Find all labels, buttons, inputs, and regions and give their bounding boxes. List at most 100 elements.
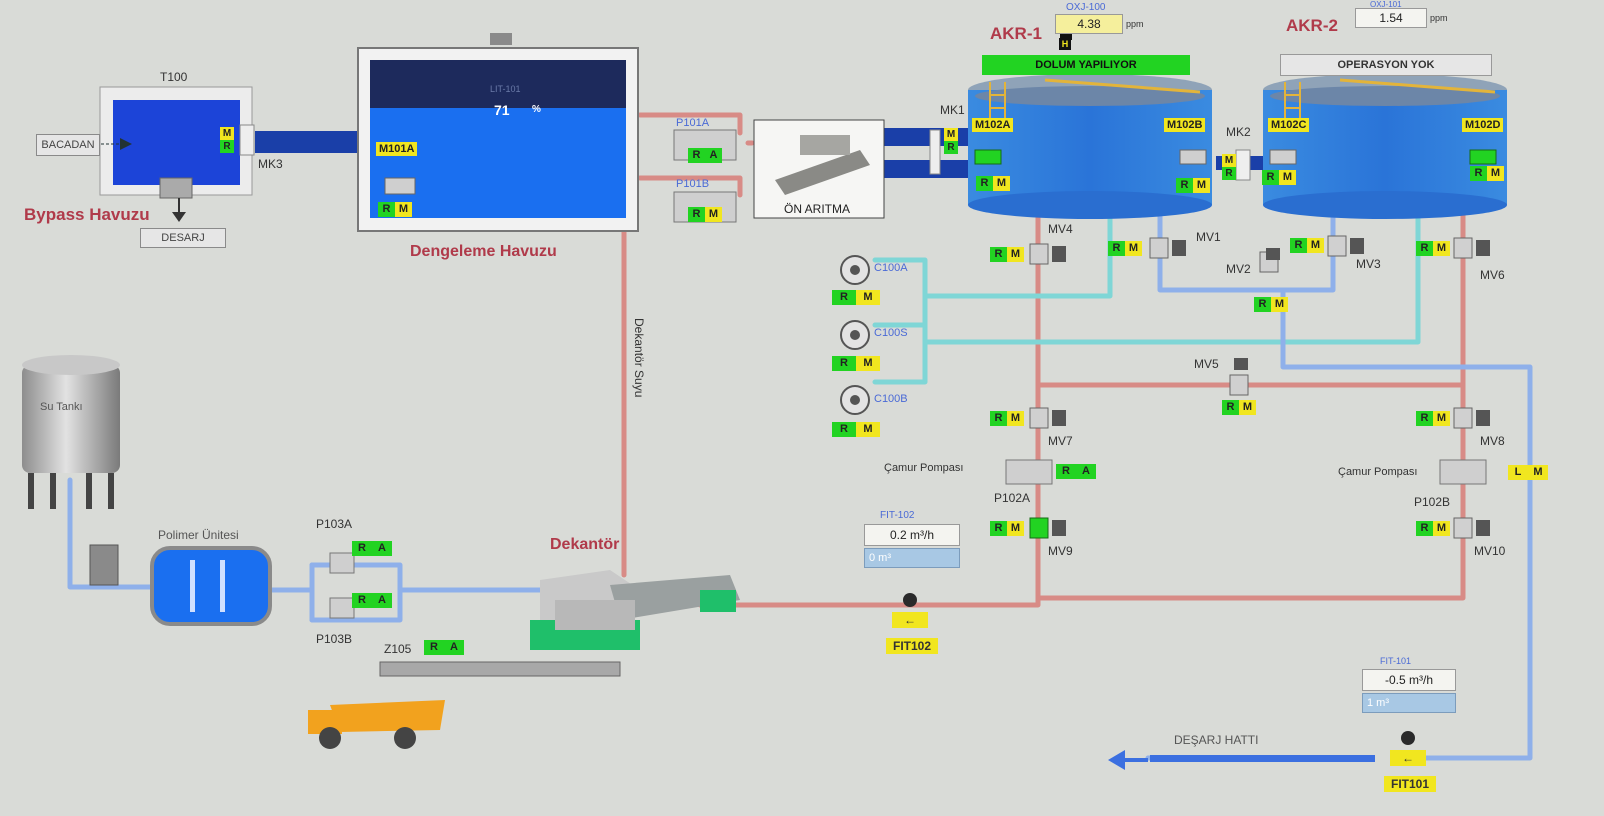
m101a-mode-m: M bbox=[395, 202, 412, 217]
mv3-valve-icon bbox=[1327, 235, 1347, 257]
mv8-valve-icon bbox=[1453, 407, 1473, 429]
mk2-label: MK2 bbox=[1226, 125, 1251, 139]
level-unit: % bbox=[532, 104, 541, 115]
oxj101-unit: ppm bbox=[1430, 13, 1448, 23]
mv3-mode-r: R bbox=[1290, 238, 1307, 253]
mv4-mode-m: M bbox=[1007, 247, 1024, 262]
mv4-label: MV4 bbox=[1048, 222, 1073, 236]
m102a-mode-r: R bbox=[976, 176, 993, 191]
fit101-flow: -0.5 m³/h bbox=[1362, 669, 1456, 691]
m102d-tag[interactable]: M102D bbox=[1462, 118, 1504, 132]
polymer-unit-tank bbox=[150, 546, 272, 626]
m102c-tag[interactable]: M102C bbox=[1268, 118, 1310, 132]
mv3-mode-m: M bbox=[1307, 238, 1324, 253]
mk3-mixer-icon bbox=[239, 124, 255, 156]
fit101-label: FIT101 bbox=[1384, 776, 1436, 792]
su-tanki-label: Su Tankı bbox=[40, 401, 83, 413]
mv5-valve-icon bbox=[1229, 374, 1249, 396]
mk1-mode-r: R bbox=[944, 141, 958, 154]
fit102-direction-arrow-icon: ← bbox=[892, 612, 928, 628]
dekantor-title: Dekantör bbox=[550, 536, 620, 553]
m102a-tag[interactable]: M102A bbox=[972, 118, 1014, 132]
mk1-badge[interactable]: M R bbox=[944, 128, 958, 154]
fit102-flow: 0.2 m³/h bbox=[864, 524, 960, 546]
c100b-mode-m: M bbox=[856, 422, 880, 437]
mk1-mixer-icon bbox=[929, 129, 941, 175]
mv9-valve-icon bbox=[1029, 517, 1049, 539]
fit101-total: 1 m³ bbox=[1362, 693, 1456, 713]
p103a-mode-r: R bbox=[352, 541, 372, 556]
c100a-mode-m: M bbox=[856, 290, 880, 305]
m102a-mode-m: M bbox=[993, 176, 1010, 191]
c100s-label: C100S bbox=[874, 327, 908, 339]
c100b-label: C100B bbox=[874, 393, 908, 405]
p103b-mode-a: A bbox=[372, 593, 392, 608]
mv9-label: MV9 bbox=[1048, 544, 1073, 558]
mv7-mode-r: R bbox=[990, 411, 1007, 426]
mv6-mode-m: M bbox=[1433, 241, 1450, 256]
p101a-mode-a: A bbox=[705, 148, 722, 163]
fit101-direction-arrow-icon: ← bbox=[1390, 750, 1426, 766]
oxj101-value: 1.54 bbox=[1355, 8, 1427, 28]
water-pump-icon bbox=[89, 544, 119, 586]
mv4-mode-r: R bbox=[990, 247, 1007, 262]
p101b-mode-r: R bbox=[688, 207, 705, 222]
mv10-valve-icon bbox=[1453, 517, 1473, 539]
mv7-mode-m: M bbox=[1007, 411, 1024, 426]
bypass-title: Bypass Havuzu bbox=[24, 205, 150, 224]
dump-truck-icon bbox=[308, 700, 445, 749]
inlet-arrow-icon bbox=[120, 138, 132, 150]
decanter bbox=[530, 570, 740, 650]
t100-label: T100 bbox=[160, 70, 188, 84]
m102b-mode-m: M bbox=[1193, 178, 1210, 193]
p103b-label: P103B bbox=[316, 632, 353, 646]
m101a-tag[interactable]: M101A bbox=[376, 142, 418, 156]
mv5-mode-r: R bbox=[1222, 400, 1239, 415]
mk3-badge[interactable]: M R bbox=[220, 127, 234, 153]
mv8-mode-r: R bbox=[1416, 411, 1433, 426]
m102d-mode-r: R bbox=[1470, 166, 1487, 181]
p102a-pump-icon bbox=[1005, 459, 1053, 485]
level-sensor-icon bbox=[490, 33, 512, 45]
m102d-mode-m: M bbox=[1487, 166, 1504, 181]
t100-outlet-pump-icon bbox=[159, 177, 193, 199]
bacadan-button[interactable]: BACADAN bbox=[36, 134, 100, 156]
desarj-button[interactable]: DESARJ bbox=[140, 228, 226, 248]
mk2-badge[interactable]: M R bbox=[1222, 154, 1236, 180]
p103a-pump-icon bbox=[329, 552, 355, 574]
drain-arrow-icon bbox=[172, 212, 186, 222]
m102b-tag[interactable]: M102B bbox=[1164, 118, 1206, 132]
akr1-reactor bbox=[968, 74, 1212, 219]
p101b-mode-m: M bbox=[705, 207, 722, 222]
oxj100-alarm: H bbox=[1059, 38, 1071, 50]
mv8-label: MV8 bbox=[1480, 434, 1505, 448]
m102a-mixer-icon bbox=[974, 149, 1002, 165]
mv5-label: MV5 bbox=[1194, 357, 1219, 371]
